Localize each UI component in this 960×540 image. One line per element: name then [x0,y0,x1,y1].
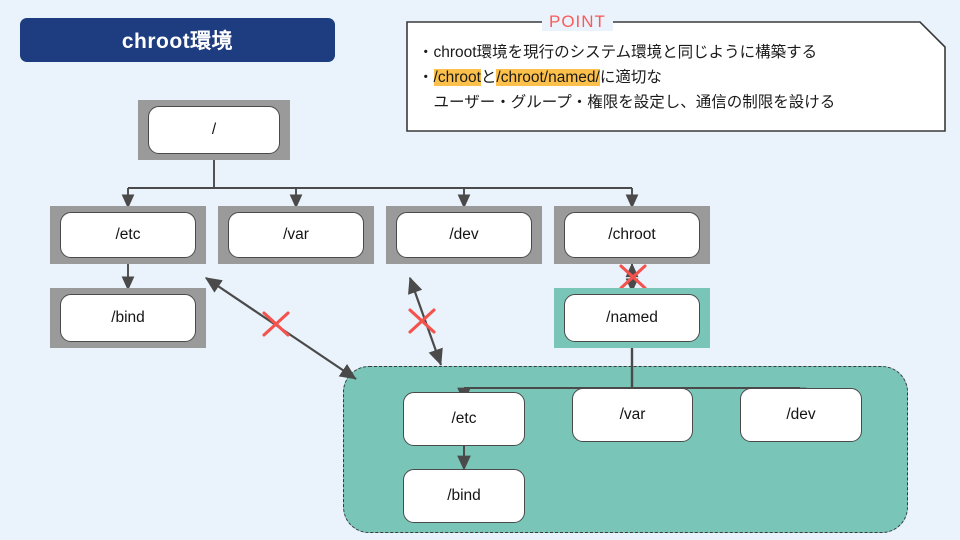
point-text-block: ・chroot環境を現行のシステム環境と同じように構築する ・/chrootと/… [418,40,938,115]
node-jail-etc[interactable]: /etc [403,392,525,446]
point-line-3: ユーザー・グループ・権限を設定し、通信の制限を設ける [418,90,938,115]
point-line-2-suffix: に適切な [599,69,662,86]
point-callout: POINT ・chroot環境を現行のシステム環境と同じように構築する ・/ch… [406,12,946,132]
point-line-1-text: ・chroot環境を現行のシステム環境と同じように構築する [418,44,818,61]
point-line-2-prefix: ・ [418,69,434,86]
point-line-2-highlight-named: /chroot/named/ [496,69,600,86]
x-mark-dev-jail [408,308,436,334]
node-bind[interactable]: /bind [60,294,196,342]
point-line-2-highlight-chroot: /chroot [433,69,481,86]
edge-dev-to-jail [408,276,443,366]
edge-bind-to-jail [204,277,357,380]
node-dev-label: /dev [449,226,479,243]
x-mark-bind-jail [262,311,290,337]
node-jail-bind[interactable]: /bind [403,469,525,523]
node-etc[interactable]: /etc [60,212,196,258]
node-jail-dev-label: /dev [786,406,816,423]
node-named-label: /named [606,309,658,326]
node-root-label: / [211,121,217,138]
node-chroot[interactable]: /chroot [564,212,700,258]
point-label: POINT [542,12,613,31]
node-jail-var-label: /var [619,406,646,423]
node-root[interactable]: / [148,106,280,154]
node-jail-var[interactable]: /var [572,388,693,442]
point-line-3-text: ユーザー・グループ・権限を設定し、通信の制限を設ける [418,94,836,111]
node-bind-label: /bind [111,309,145,326]
point-line-2-mid: と [480,69,497,86]
point-line-2: ・/chrootと/chroot/named/に適切な [418,65,938,90]
page-title: chroot環境 [121,30,234,53]
point-box-border [406,21,946,132]
node-jail-dev[interactable]: /dev [740,388,862,442]
node-jail-bind-label: /bind [447,487,481,504]
node-var[interactable]: /var [228,212,364,258]
page-title-banner: chroot環境 [20,18,335,62]
node-var-label: /var [283,226,309,243]
node-jail-etc-label: /etc [451,410,477,427]
node-etc-label: /etc [115,226,141,243]
point-line-1: ・chroot環境を現行のシステム環境と同じように構築する [418,40,938,65]
node-named[interactable]: /named [564,294,700,342]
x-mark-chroot-named [619,264,647,290]
node-dev[interactable]: /dev [396,212,532,258]
node-chroot-label: /chroot [608,226,656,243]
